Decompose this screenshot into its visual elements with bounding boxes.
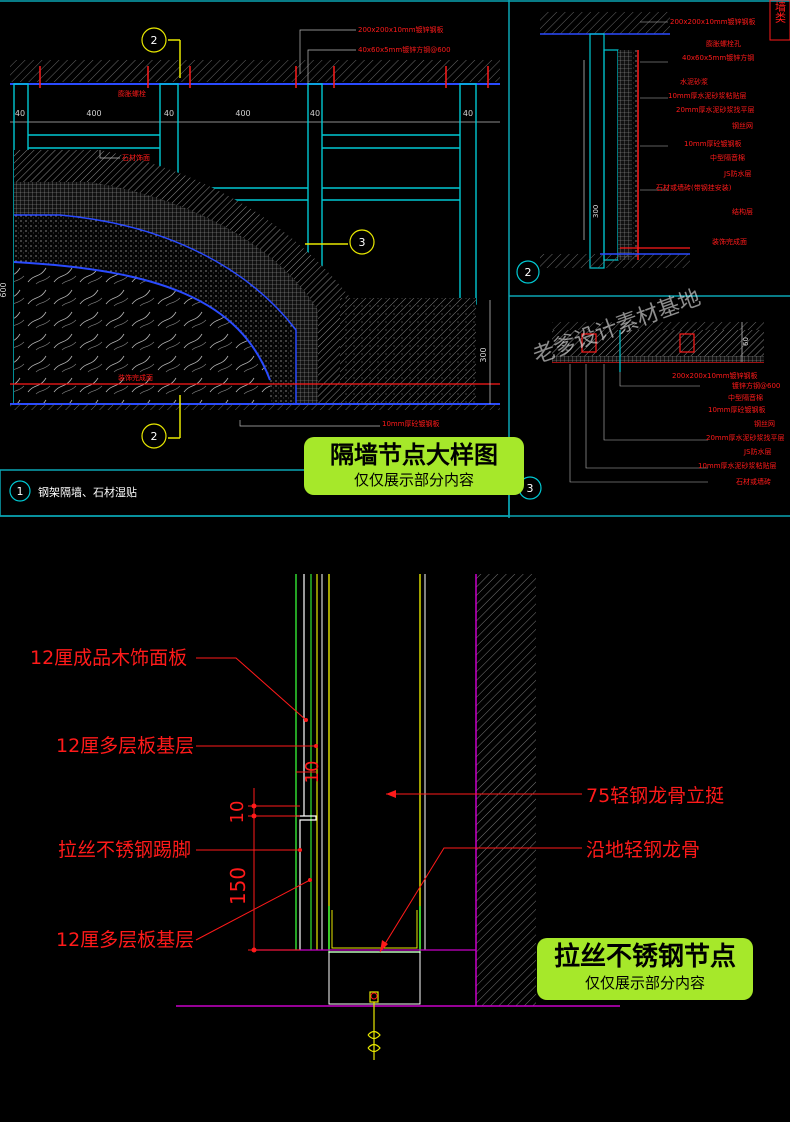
dim-f: 40 bbox=[463, 109, 473, 118]
wall-panel-layers bbox=[295, 574, 426, 950]
detail-3-label-2: 中型隔音棉 bbox=[728, 393, 763, 402]
detail-1-number-circle bbox=[9, 480, 31, 502]
detail-2-label-11: 结构层 bbox=[732, 207, 753, 216]
detail-3-label-7: 10mm厚水泥砂浆粘贴层 bbox=[698, 461, 777, 470]
detail-3-number: 3 bbox=[527, 482, 534, 495]
detail-2-dim: 300 bbox=[592, 205, 600, 218]
callout-2-bottom-label: 2 bbox=[151, 430, 158, 443]
corner-tag: 墙类 bbox=[774, 0, 787, 24]
dim-d: 400 bbox=[235, 109, 250, 118]
callout-3 bbox=[349, 229, 375, 255]
detail-2-label-9: JS防水层 bbox=[723, 169, 752, 178]
label-stud: 75轻钢龙骨立挺 bbox=[586, 785, 724, 807]
corner-tag-box bbox=[769, 0, 790, 41]
dim-e: 40 bbox=[310, 109, 320, 118]
dim-offset: 10 bbox=[302, 761, 323, 784]
detail-2: 300 200x200x10mm镀锌钢板 膨胀螺栓孔 40x60x5mm镀锌方钢… bbox=[516, 12, 756, 284]
label-steel-tube: 40x60x5mm镀锌方钢@600 bbox=[358, 45, 451, 54]
label-wood-panel: 12厘成品木饰面板 bbox=[30, 647, 187, 669]
detail-3: 60 200x200x10mm镀锌钢板 镀锌方钢@600 中型隔音棉 10mm厚… bbox=[518, 322, 785, 500]
callout-2-top-label: 2 bbox=[151, 34, 158, 47]
detail-2-label-0: 200x200x10mm镀锌钢板 bbox=[670, 17, 756, 26]
dim-gap: 10 bbox=[227, 801, 248, 824]
detail-3-label-1: 镀锌方钢@600 bbox=[732, 381, 780, 390]
anchor-bolts bbox=[39, 66, 489, 88]
partition-detail-badge: 隔墙节点大样图 仅仅展示部分内容 bbox=[304, 437, 524, 495]
detail-3-label-6: JS防水层 bbox=[743, 447, 772, 456]
stainless-skirting-detail-drawing: 10 150 10 12厘成品木饰面板 12厘多层板基层 拉丝不锈钢踢脚 12厘… bbox=[30, 574, 724, 1060]
callout-2-bottom bbox=[141, 423, 167, 449]
mortar-layer bbox=[14, 215, 296, 404]
detail-2-label-1: 膨胀螺栓孔 bbox=[706, 39, 741, 48]
stainless-skirting bbox=[296, 815, 317, 950]
dim-side: 300 bbox=[479, 347, 488, 362]
detail-3-label-8: 石材或墙砖 bbox=[736, 477, 771, 486]
detail-2-label-2: 40x60x5mm镀锌方钢 bbox=[682, 53, 754, 62]
detail-3-label-3: 10mm厚砼镀钢板 bbox=[708, 405, 766, 414]
detail-1-caption: 钢架隔墙、石材湿贴 bbox=[38, 485, 137, 499]
detail-2-label-6: 钢丝网 bbox=[732, 121, 753, 130]
label-skirting: 拉丝不锈钢踢脚 bbox=[58, 839, 191, 861]
label-bolt: 膨胀螺栓 bbox=[118, 89, 146, 98]
detail-3-label-4: 钢丝网 bbox=[754, 419, 775, 428]
dim-left: 600 bbox=[0, 282, 8, 297]
wall-block bbox=[340, 298, 476, 404]
badge-subtitle: 仅仅展示部分内容 bbox=[584, 974, 705, 992]
label-plywood-top: 12厘多层板基层 bbox=[56, 735, 194, 757]
badge-title: 拉丝不锈钢节点 bbox=[553, 942, 736, 972]
detail-3-label-0: 200x200x10mm镀锌钢板 bbox=[672, 371, 758, 380]
stainless-detail-badge: 拉丝不锈钢节点 仅仅展示部分内容 bbox=[537, 938, 753, 1000]
detail-2-label-7: 10mm厚砼镀钢板 bbox=[684, 139, 742, 148]
label-finish: 装饰完成面 bbox=[118, 373, 153, 382]
detail-2-number-circle bbox=[516, 260, 540, 284]
label-steel-plate: 200x200x10mm镀锌钢板 bbox=[358, 25, 444, 34]
detail-2-label-3: 水泥砂浆 bbox=[680, 77, 708, 86]
label-plywood-bottom: 12厘多层板基层 bbox=[56, 929, 194, 951]
dim-a: 40 bbox=[15, 109, 25, 118]
detail-2-number: 2 bbox=[525, 266, 532, 279]
detail-2-label-10: 石材或墙砖(带钢挂安装) bbox=[656, 183, 732, 192]
ceiling-slab bbox=[10, 60, 500, 82]
callout-3-label: 3 bbox=[359, 236, 366, 249]
detail-3-label-5: 20mm厚水泥砂浆找平层 bbox=[706, 433, 785, 442]
badge-subtitle: 仅仅展示部分内容 bbox=[353, 471, 474, 489]
detail-1: 40 400 40 400 40 40 bbox=[0, 25, 500, 502]
detail-2-label-8: 中型隔音棉 bbox=[710, 153, 745, 162]
label-stone: 石材饰面 bbox=[122, 153, 150, 162]
dim-c: 40 bbox=[164, 109, 174, 118]
structural-wall bbox=[476, 574, 536, 1006]
badge-title: 隔墙节点大样图 bbox=[330, 441, 498, 469]
detail-3-dim: 60 bbox=[742, 337, 750, 346]
label-floor-runner: 沿地轻钢龙骨 bbox=[586, 839, 700, 861]
stone-layer bbox=[14, 262, 270, 404]
detail-2-label-12: 装饰完成面 bbox=[712, 237, 747, 246]
callout-2-top bbox=[141, 27, 167, 53]
floor-runner bbox=[328, 906, 421, 953]
partition-wall-detail-drawing: 墙类 40 400 40 400 40 40 bbox=[0, 0, 790, 518]
dim-b: 400 bbox=[86, 109, 101, 118]
floor-anchor bbox=[367, 991, 381, 1060]
label-bottom-plate: 10mm厚砼镀钢板 bbox=[382, 419, 440, 428]
dim-height: 150 bbox=[226, 867, 250, 905]
detail-2-label-5: 20mm厚水泥砂浆找平层 bbox=[676, 105, 755, 114]
detail-1-number: 1 bbox=[17, 485, 24, 498]
detail-2-label-4: 10mm厚水泥砂浆粘贴层 bbox=[668, 91, 747, 100]
